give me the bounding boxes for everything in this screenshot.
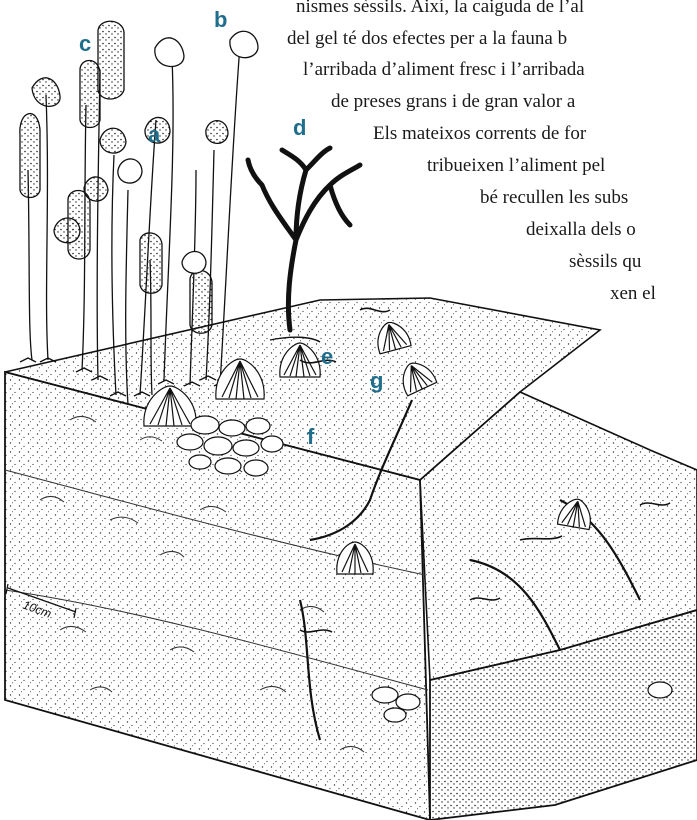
label-e: e bbox=[321, 346, 333, 368]
label-d: d bbox=[293, 117, 306, 139]
label-b: b bbox=[214, 9, 227, 31]
label-f: f bbox=[307, 426, 314, 448]
label-g: g bbox=[370, 370, 383, 392]
label-a: a bbox=[148, 124, 160, 146]
label-c: c bbox=[79, 33, 91, 55]
